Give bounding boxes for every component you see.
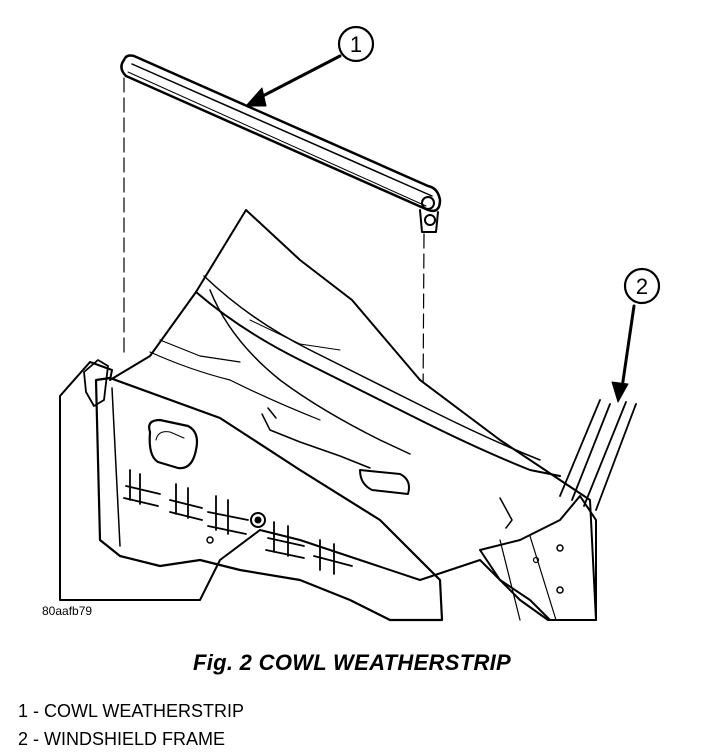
- callout-1: 1: [337, 25, 375, 63]
- legend-item-1: 1 - COWL WEATHERSTRIP: [18, 701, 245, 721]
- cowl-body: [59, 209, 637, 622]
- legend: 1 - COWL WEATHERSTRIP 2 - WINDSHIELD FRA…: [18, 697, 244, 753]
- callout-2-number: 2: [636, 274, 648, 299]
- callout-1-number: 1: [350, 32, 362, 57]
- cowl-weatherstrip-diagram: 1 2: [59, 25, 661, 622]
- cowl-weatherstrip-part: [120, 54, 442, 233]
- figure-caption: Fig. 2 COWL WEATHERSTRIP: [192, 650, 512, 675]
- callout-2: 2: [623, 267, 661, 305]
- windshield-frame-part: [559, 399, 637, 511]
- legend-item-2: 2 - WINDSHIELD FRAME: [18, 729, 226, 749]
- callout-1-leader: [245, 54, 342, 107]
- figure-code: 80aafb79: [42, 604, 93, 618]
- callout-2-leader: [611, 304, 636, 403]
